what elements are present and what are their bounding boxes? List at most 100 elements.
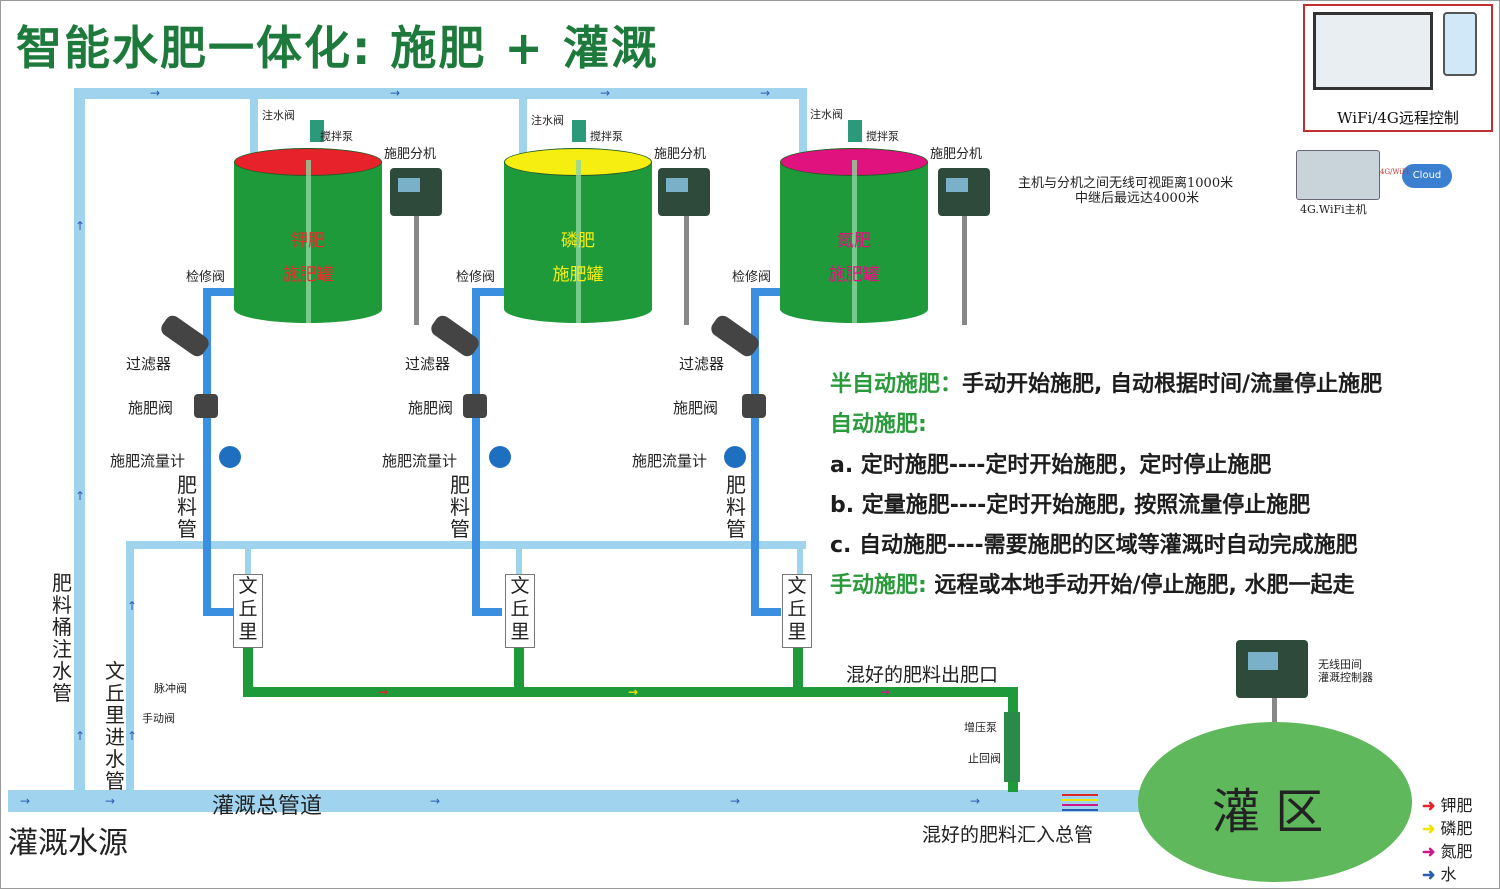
info-line-a: a. 定时施肥----定时开始施肥，定时停止施肥 <box>830 453 1272 478</box>
svg-text:→: → <box>880 685 890 699</box>
tank-fill-riser-pipe <box>74 88 85 798</box>
tank-fill-pipe-label: 肥料桶注水管 <box>52 571 72 705</box>
mixed-outlet-label: 混好的肥料出肥口 <box>846 664 999 686</box>
venturi-1: 文丘里 <box>233 574 263 648</box>
tank2-inlet-pipe <box>519 99 527 154</box>
venturi-2: 文丘里 <box>505 574 535 648</box>
svg-text:→: → <box>390 86 400 100</box>
service-valve-label: 检修阀 <box>186 270 226 285</box>
legend-item-potassium: ➜ 钾肥 <box>1422 796 1473 815</box>
legend-item-water: ➜ 水 <box>1422 865 1457 884</box>
mixer-motor-icon <box>572 120 586 142</box>
info-line-semiauto: 半自动施肥：手动开始施肥, 自动根据时间/流量停止施肥 <box>830 372 1383 397</box>
host-link-label: 4G/WiFi <box>1380 168 1409 176</box>
tank-subname: 施肥罐 <box>828 265 880 285</box>
info-line-manual: 手动施肥: 远程或本地手动开始/停止施肥, 水肥一起走 <box>830 573 1355 598</box>
tank-name: 钾肥 <box>291 231 325 251</box>
svg-text:→: → <box>600 86 610 100</box>
fert-pipe-label: 肥料管 <box>177 473 197 541</box>
svg-text:→: → <box>628 685 638 699</box>
svg-text:→: → <box>730 794 740 808</box>
main-irrigation-pipe <box>8 790 1158 812</box>
info-line-b: b. 定量施肥----定时开始施肥, 按照流量停止施肥 <box>830 493 1311 518</box>
irrigation-zone <box>1138 722 1412 882</box>
svg-text:→: → <box>150 86 160 100</box>
mixer-pump-label: 搅拌泵 <box>590 130 623 143</box>
host-label: 4G.WiFi主机 <box>1300 203 1367 216</box>
venturi-inlet-riser <box>126 541 134 796</box>
mixed-outlet-pipe <box>243 687 1018 697</box>
water-source-label: 灌溉水源 <box>8 826 128 861</box>
svg-text:→: → <box>105 794 115 808</box>
tank-nitrogen: 氮肥 施肥罐 <box>780 148 928 323</box>
venturi-inlet-pipe-label: 文丘里进水管 <box>105 659 125 793</box>
tank-subname: 施肥罐 <box>552 265 604 285</box>
arrow-icon: ➜ <box>1422 819 1436 838</box>
monitor-icon <box>1313 12 1433 90</box>
zone-label: 灌 区 <box>1212 784 1324 840</box>
fert-valve-label: 施肥阀 <box>673 399 719 417</box>
filter-label: 过滤器 <box>405 355 451 373</box>
svg-text:↑: ↑ <box>75 489 85 503</box>
main-pipe-label: 灌溉总管道 <box>212 794 323 819</box>
inlet-valve-label: 注水阀 <box>810 108 843 121</box>
field-controller-label-1: 无线田间 <box>1318 658 1362 671</box>
svg-text:→: → <box>378 685 388 699</box>
phone-icon <box>1443 12 1477 76</box>
flowmeter-label: 施肥流量计 <box>632 452 708 470</box>
mixer-shaft <box>576 160 581 323</box>
wireless-note-line1: 主机与分机之间无线可视距离1000米 <box>1018 176 1234 191</box>
sub-controller-label: 施肥分机 <box>930 147 983 162</box>
host-unit-icon <box>1296 150 1380 200</box>
remote-label: WiFi/4G远程控制 <box>1337 109 1459 127</box>
venturi-inlet-header <box>126 541 806 549</box>
info-line-auto: 自动施肥: <box>830 412 927 437</box>
arrow-icon: ➜ <box>1422 865 1436 884</box>
fert-pipe-3 <box>751 290 759 615</box>
check-valve-label: 止回阀 <box>968 752 1001 765</box>
svg-text:→: → <box>760 86 770 100</box>
fert-valve-label: 施肥阀 <box>128 399 174 417</box>
legend-item-phosphorus: ➜ 磷肥 <box>1422 819 1473 838</box>
sub-controller-label: 施肥分机 <box>384 147 437 162</box>
svg-text:→: → <box>20 794 30 808</box>
svg-text:↑: ↑ <box>75 219 85 233</box>
mixer-shaft <box>306 160 311 323</box>
info-line-c: c. 自动施肥----需要施肥的区域等灌溉时自动完成施肥 <box>830 533 1358 558</box>
tank-name: 磷肥 <box>561 231 595 251</box>
tank1-inlet-pipe <box>250 99 258 154</box>
svg-text:→: → <box>430 794 440 808</box>
service-valve-label: 检修阀 <box>732 270 772 285</box>
svg-text:→: → <box>970 794 980 808</box>
cloud-icon: Cloud <box>1402 164 1452 188</box>
mixer-shaft <box>852 160 857 323</box>
tank3-inlet-pipe <box>799 99 807 154</box>
tank-name: 氮肥 <box>837 231 871 251</box>
fert-valve-label: 施肥阀 <box>408 399 454 417</box>
field-controller-label-2: 灌溉控制器 <box>1318 671 1373 684</box>
tank-phosphorus: 磷肥 施肥罐 <box>504 148 652 323</box>
tank-subname: 施肥罐 <box>282 265 334 285</box>
mixer-motor-icon <box>310 120 324 142</box>
legend-item-nitrogen: ➜ 氮肥 <box>1422 842 1473 861</box>
filter-label: 过滤器 <box>126 355 172 373</box>
tank-potassium: 钾肥 施肥罐 <box>234 148 382 323</box>
fert-pipe-1 <box>203 290 211 615</box>
flowmeter-label: 施肥流量计 <box>382 452 458 470</box>
tank-fill-header-pipe <box>74 88 807 99</box>
inlet-valve-label: 注水阀 <box>531 114 564 127</box>
svg-text:↑: ↑ <box>127 729 137 743</box>
page-title: 智能水肥一体化: 施肥 + 灌溉 <box>16 21 659 75</box>
arrow-icon: ➜ <box>1422 796 1436 815</box>
venturi-3: 文丘里 <box>782 574 812 648</box>
merge-label: 混好的肥料汇入总管 <box>922 824 1094 846</box>
mixer-pump-label: 搅拌泵 <box>866 130 899 143</box>
wireless-note-line2: 中继后最远达4000米 <box>1075 191 1200 206</box>
svg-text:↑: ↑ <box>127 599 137 613</box>
fert-pipe-2 <box>472 290 480 615</box>
booster-pump-label: 增压泵 <box>964 721 997 734</box>
svg-text:↑: ↑ <box>75 729 85 743</box>
mixer-pump-label: 搅拌泵 <box>320 130 353 143</box>
flowmeter-label: 施肥流量计 <box>110 452 186 470</box>
